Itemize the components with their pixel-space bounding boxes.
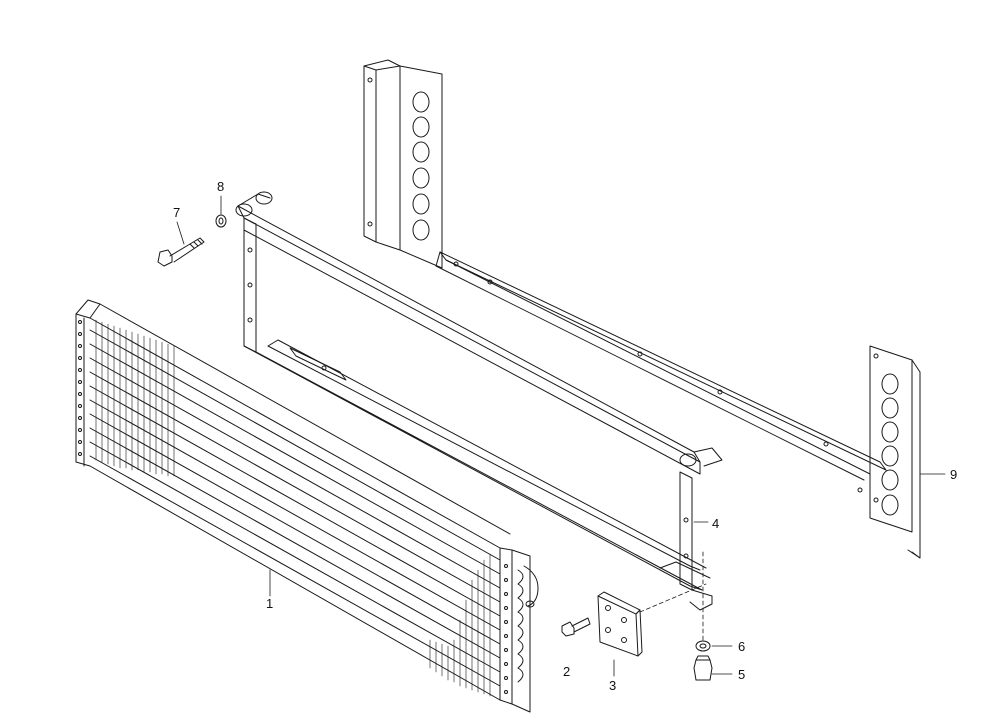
radiator-core-part-1 (75, 299, 539, 713)
nut-part-5 (693, 655, 733, 681)
callout-4: 4 (712, 516, 719, 531)
bolt-part-2 (561, 617, 591, 637)
callout-2: 2 (563, 664, 570, 679)
bolt-part-7 (157, 221, 205, 267)
callout-5: 5 (738, 667, 745, 682)
callout-8: 8 (217, 179, 224, 194)
callout-6: 6 (738, 639, 745, 654)
mounting-rail-part-9 (363, 59, 946, 559)
callout-9: 9 (950, 467, 957, 482)
callout-1: 1 (266, 596, 273, 611)
frame-part-4 (235, 191, 723, 611)
lower-bracket (869, 345, 921, 559)
upper-bracket (363, 59, 443, 269)
plate-part-3 (597, 583, 707, 677)
washer-part-8 (215, 195, 227, 228)
callout-3: 3 (609, 678, 616, 693)
washer-part-6 (695, 640, 733, 652)
callout-7: 7 (173, 205, 180, 220)
